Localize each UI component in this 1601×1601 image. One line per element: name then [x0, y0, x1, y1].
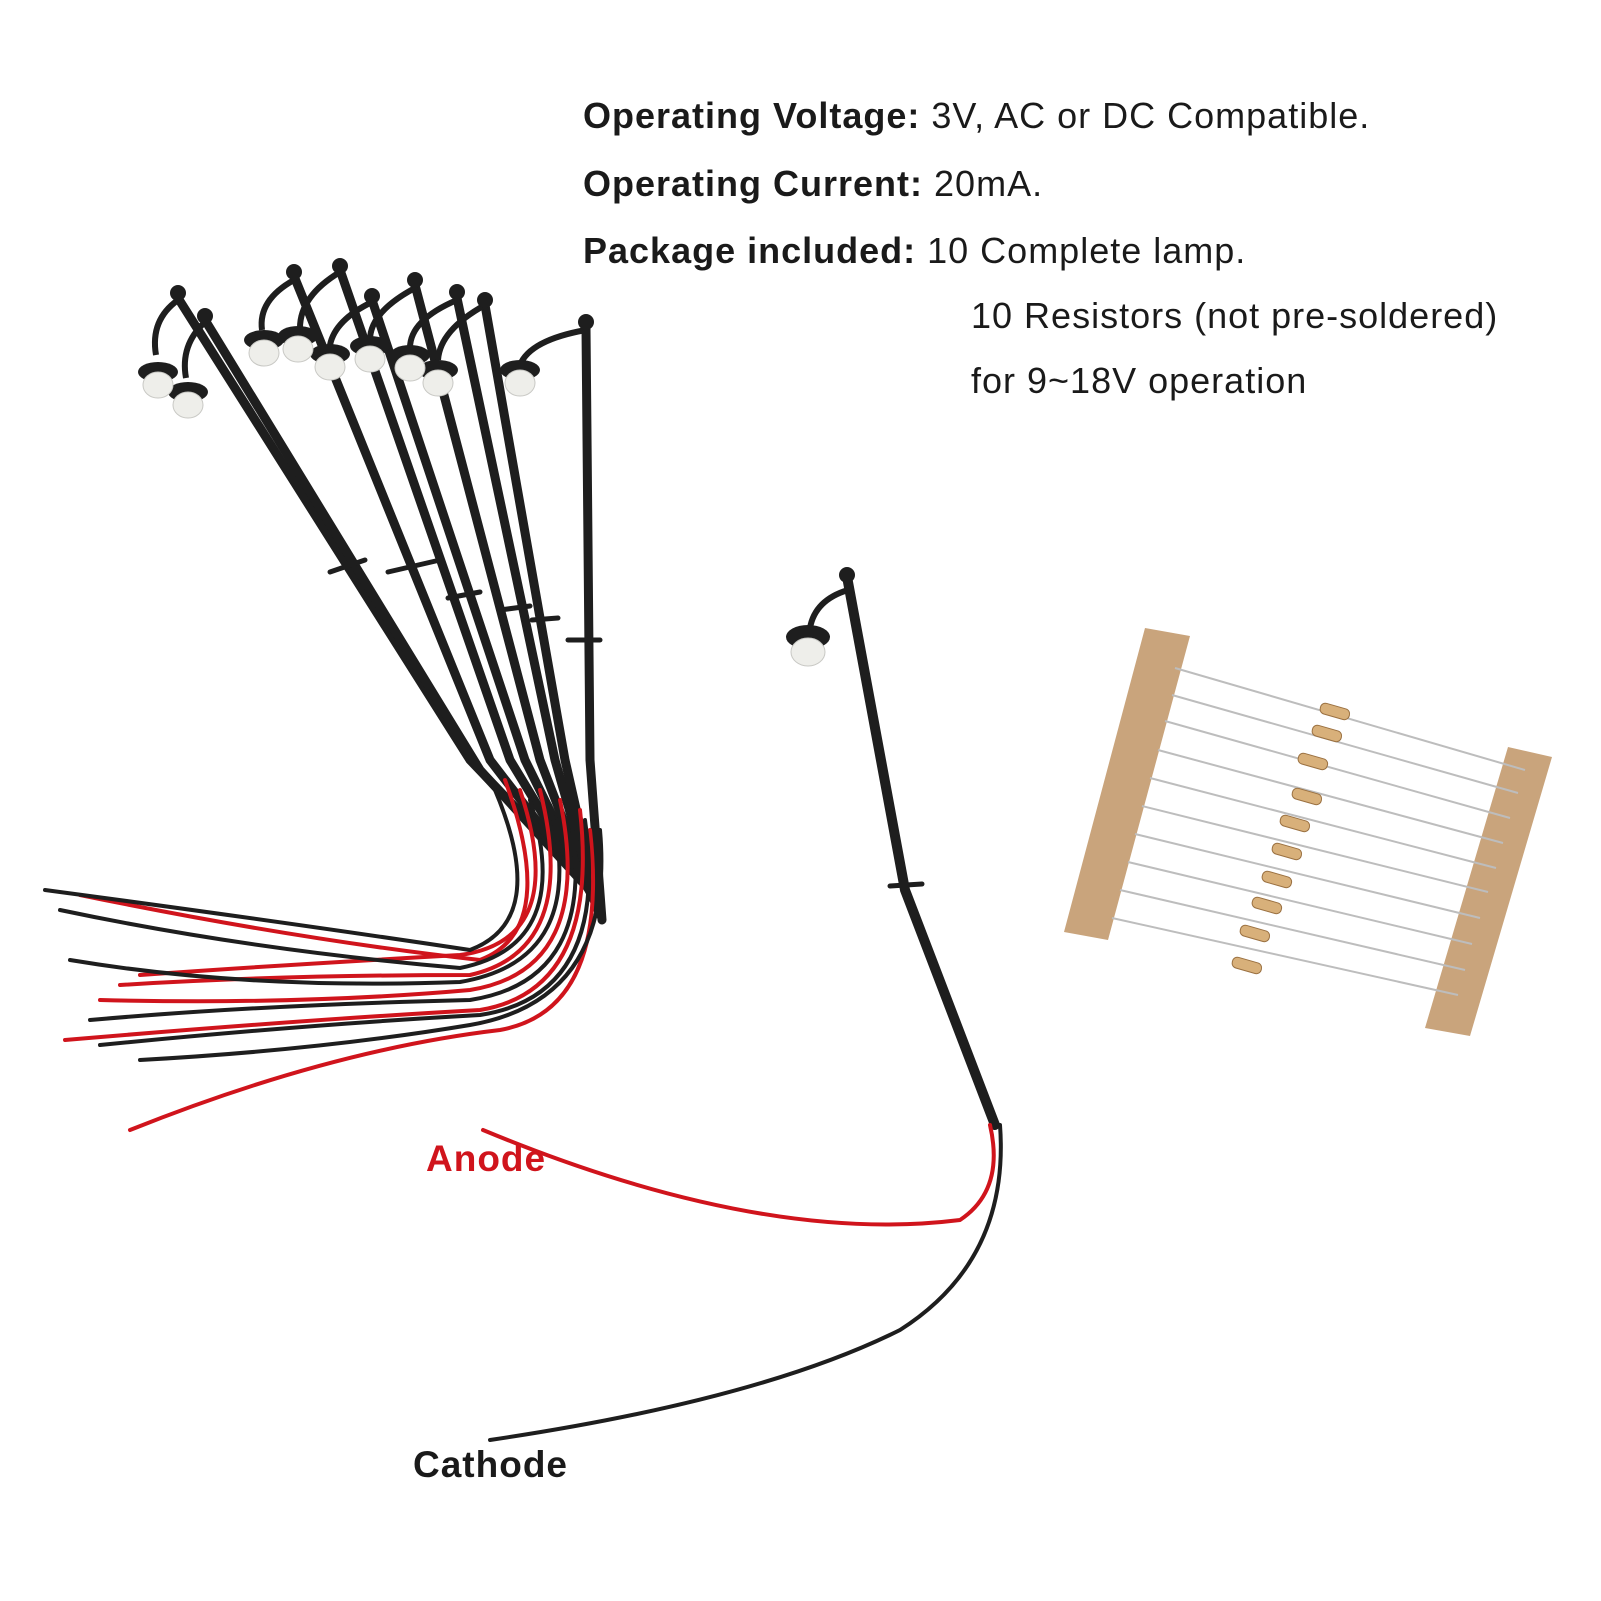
- spec-current-value: 20mA.: [934, 163, 1044, 204]
- spec-package-value: 10 Complete lamp.: [927, 230, 1247, 271]
- spec-package-label: Package included:: [583, 230, 917, 271]
- spec-package: Package included: 10 Complete lamp.: [583, 230, 1246, 272]
- spec-current: Operating Current: 20mA.: [583, 163, 1043, 205]
- lamp-bundle-heads: [138, 258, 603, 643]
- spec-voltage-label: Operating Voltage:: [583, 95, 921, 136]
- resistor-strip: [1064, 628, 1552, 1036]
- lamp-bundle-poles: [173, 265, 607, 925]
- spec-voltage: Operating Voltage: 3V, AC or DC Compatib…: [583, 95, 1370, 137]
- spec-current-label: Operating Current:: [583, 163, 924, 204]
- single-lamp: [481, 567, 1003, 1442]
- spec-operation: for 9~18V operation: [971, 360, 1308, 401]
- anode-label: Anode: [426, 1138, 547, 1179]
- cathode-label: Cathode: [413, 1444, 568, 1485]
- spec-resistors: 10 Resistors (not pre-soldered): [971, 295, 1499, 336]
- spec-voltage-value: 3V, AC or DC Compatible.: [931, 95, 1371, 136]
- bundle-wires: [43, 778, 604, 1132]
